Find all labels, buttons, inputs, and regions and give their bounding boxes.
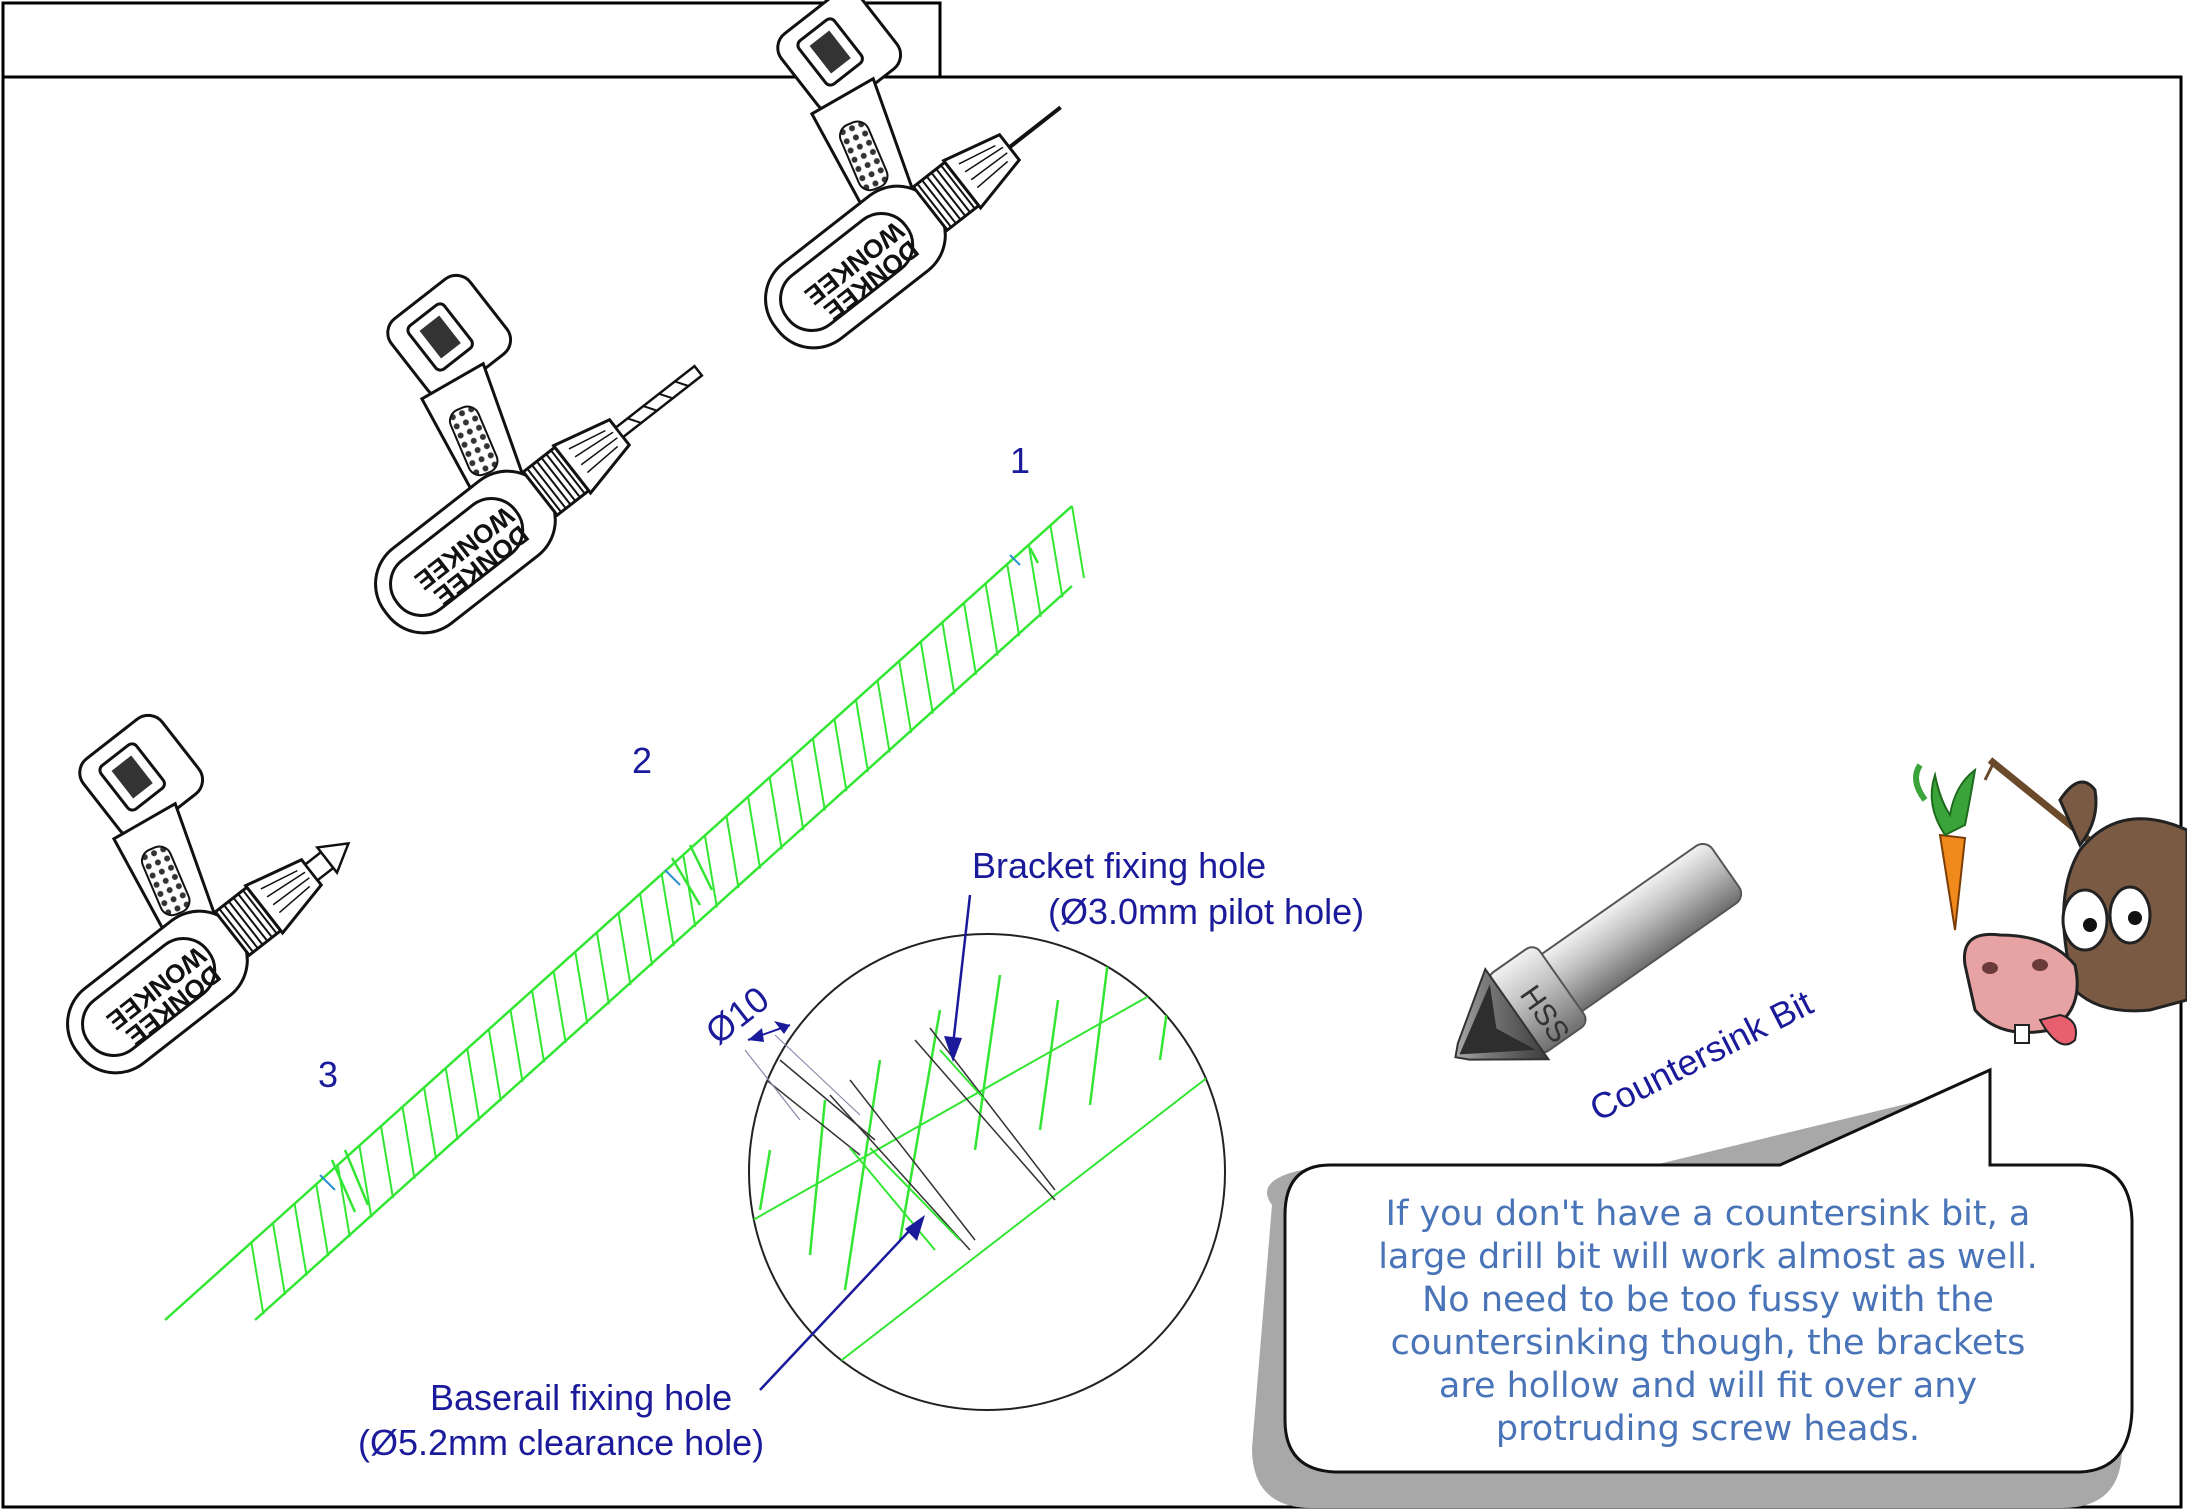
twist-bit-icon bbox=[613, 364, 704, 439]
hatch-line bbox=[790, 757, 805, 831]
hatch-line bbox=[639, 893, 654, 966]
hatch-line bbox=[444, 1067, 459, 1141]
speech-line-6: protruding screw heads. bbox=[1496, 1409, 1920, 1449]
hatch-line bbox=[876, 680, 891, 753]
hatch-line bbox=[963, 602, 977, 676]
hatch-line bbox=[1049, 525, 1064, 598]
speech-bubble: If you don't have a countersink bit, a l… bbox=[1252, 1067, 2134, 1508]
baserail-callout-line2: (Ø5.2mm clearance hole) bbox=[358, 1422, 764, 1463]
hatch-line bbox=[1006, 563, 1021, 637]
hatch-line bbox=[487, 1029, 502, 1102]
baserail-callout-line1: Baserail fixing hole bbox=[430, 1377, 732, 1418]
speech-line-3: No need to be too fussy with the bbox=[1422, 1280, 1994, 1320]
speech-line-4: countersinking though, the brackets bbox=[1391, 1323, 2026, 1363]
detail-view bbox=[748, 933, 1226, 1411]
bracket-callout-line2: (Ø3.0mm pilot hole) bbox=[1048, 891, 1364, 932]
dimension-label: Ø10 bbox=[698, 978, 777, 1052]
hatch-line bbox=[531, 990, 546, 1063]
hatch-line bbox=[703, 835, 718, 908]
donkey-mascot-icon bbox=[1913, 757, 2187, 1046]
hatch-line bbox=[660, 874, 675, 947]
drill-3-number: 3 bbox=[318, 1054, 338, 1095]
speech-line-2: large drill bit will work almost as well… bbox=[1378, 1237, 2038, 1277]
hatch-line bbox=[574, 951, 589, 1024]
hatch-line bbox=[617, 912, 632, 986]
hatch-line bbox=[595, 932, 610, 1005]
hatch-line bbox=[250, 1242, 265, 1315]
countersink-bit-icon: HSS bbox=[1454, 842, 1743, 1061]
hatch-line bbox=[315, 1184, 330, 1257]
hatch-line bbox=[919, 641, 934, 714]
hatch-line bbox=[725, 815, 740, 889]
hatch-line bbox=[898, 660, 913, 734]
hatch-line bbox=[1071, 505, 1085, 579]
hatch-line bbox=[509, 1009, 524, 1083]
hatch-line bbox=[552, 970, 567, 1044]
hatch-line bbox=[855, 699, 869, 772]
hatch-line bbox=[768, 777, 783, 850]
hatch-line bbox=[1027, 544, 1042, 617]
hatch-line bbox=[423, 1087, 438, 1160]
board-section bbox=[164, 505, 1085, 1321]
bracket-callout-arrow bbox=[944, 894, 972, 1062]
hatch-line bbox=[272, 1222, 286, 1296]
drill-2-number: 2 bbox=[632, 740, 652, 781]
hatch-line bbox=[941, 622, 956, 695]
hatch-line bbox=[466, 1048, 481, 1121]
hatch-line bbox=[401, 1106, 416, 1179]
speech-line-5: are hollow and will fit over any bbox=[1439, 1366, 1977, 1406]
drill-1-number: 1 bbox=[1010, 440, 1030, 481]
hatch-line bbox=[682, 854, 697, 928]
baserail-callout-arrow bbox=[759, 1215, 925, 1391]
drill-3: WONKEE DONKEE bbox=[0, 691, 351, 1093]
hatch-line bbox=[293, 1203, 308, 1276]
countersink-label: Countersink Bit bbox=[1583, 982, 1819, 1129]
hatch-line bbox=[833, 719, 848, 792]
bracket-callout-line1: Bracket fixing hole bbox=[972, 845, 1266, 886]
hatch-line bbox=[984, 583, 999, 656]
pilot-bit-icon bbox=[1008, 105, 1062, 149]
hatch-line bbox=[747, 796, 762, 869]
speech-line-1: If you don't have a countersink bit, a bbox=[1386, 1194, 2031, 1234]
panel-frame bbox=[1, 75, 2183, 1509]
countersink-tip-icon bbox=[303, 841, 351, 882]
hatch-line bbox=[811, 738, 826, 811]
drill-2: WONKEE DONKEE bbox=[245, 251, 704, 653]
carrot-icon bbox=[1913, 763, 1977, 931]
hatch-line bbox=[380, 1126, 394, 1199]
hatch-line bbox=[358, 1145, 373, 1218]
